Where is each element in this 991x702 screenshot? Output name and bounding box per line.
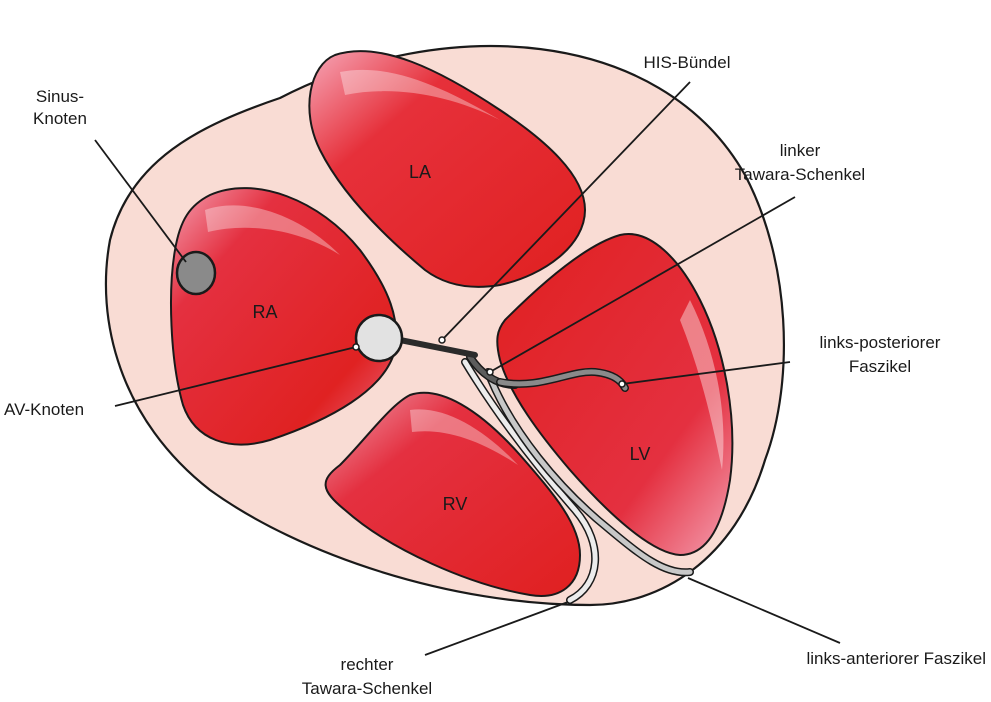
rv-label: RV [443,494,468,514]
left-bundle-label-line2: Tawara-Schenkel [735,165,865,184]
av-leader-dot [353,344,359,350]
right-bundle-label-line1: rechter [341,655,394,674]
ra-label: RA [252,302,277,322]
sinus-node-label-line1: Sinus- [36,87,84,106]
lv-label: LV [630,444,651,464]
anterior-fascicle-label: links-anteriorer Faszikel [807,649,987,668]
av-node [356,315,402,361]
his-bundle-label: HIS-Bündel [644,53,731,72]
la-label: LA [409,162,431,182]
anterior-leader-line [688,578,840,643]
his-leader-dot [439,337,445,343]
posterior-fascicle-label-line1: links-posteriorer [820,333,941,352]
posterior-fascicle-label-line2: Faszikel [849,357,911,376]
posterior-leader-dot [619,381,625,387]
right-bundle-leader-line [425,602,568,655]
left-bundle-label-line1: linker [780,141,821,160]
av-node-label: AV-Knoten [4,400,84,419]
sinus-node-label-line2: Knoten [33,109,87,128]
right-bundle-label-line2: Tawara-Schenkel [302,679,432,698]
left-bundle-leader-dot [487,369,493,375]
